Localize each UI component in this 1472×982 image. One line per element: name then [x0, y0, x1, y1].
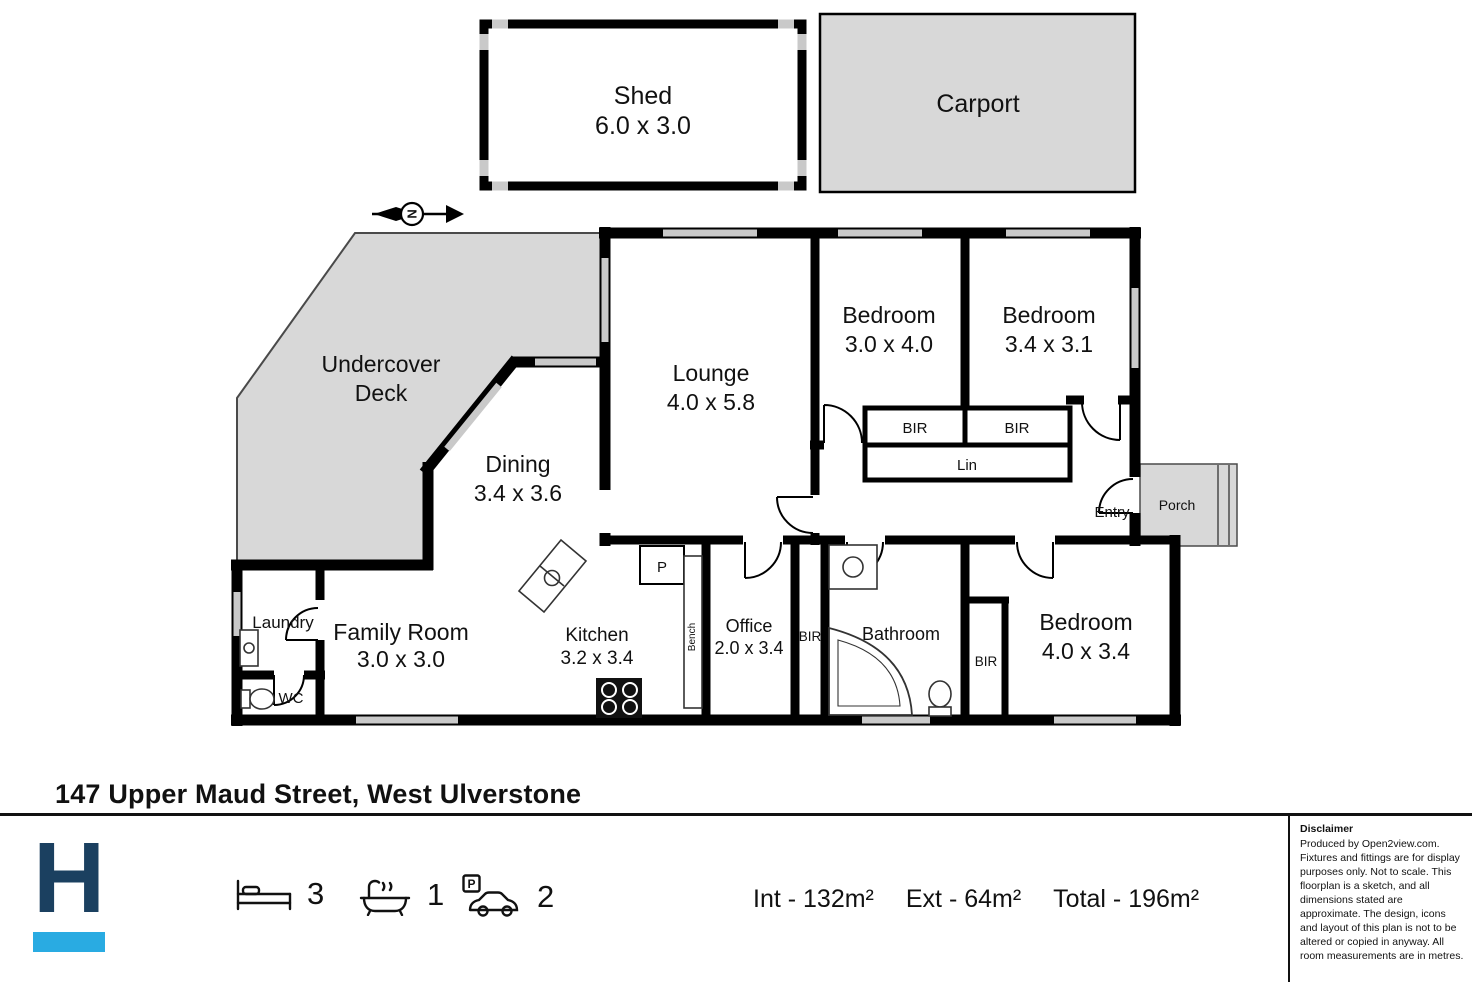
car-count: P 2 [462, 874, 554, 920]
disclaimer-body: Produced by Open2view.com. Fixtures and … [1300, 838, 1464, 962]
bathroom-vanity [828, 544, 878, 590]
disclaimer-divider [1288, 816, 1290, 982]
bathroom-toilet-icon [928, 680, 952, 717]
logo-letter: H [33, 822, 105, 934]
bench-counter: Bench [683, 555, 703, 709]
deck-label-line2: Deck [355, 380, 408, 406]
area-summary: Int - 132m² Ext - 64m² Total - 196m² [753, 885, 1199, 914]
office-dims: 2.0 x 3.4 [714, 638, 783, 658]
disclaimer-title: Disclaimer [1300, 823, 1354, 835]
bathroom-label: Bathroom [862, 624, 940, 644]
family-room-label: Family Room [333, 619, 468, 645]
bed-icon [236, 879, 292, 911]
bedroom2-label: Bedroom [1002, 302, 1095, 328]
area-external: Ext - 64m² [905, 885, 1022, 913]
pantry-label: P [657, 559, 667, 576]
property-address: 147 Upper Maud Street, West Ulverstone [55, 779, 582, 809]
bedroom3-label: Bedroom [1039, 609, 1132, 635]
logo-accent-bar [33, 932, 105, 952]
dining-dims: 3.4 x 3.6 [474, 480, 562, 506]
carport-label: Carport [936, 90, 1019, 118]
bir1-label: BIR [902, 420, 927, 437]
entry-label: Entry [1094, 504, 1130, 521]
shed: Shed 6.0 x 3.0 [479, 19, 807, 191]
shed-label: Shed [614, 82, 672, 110]
disclaimer-block: Disclaimer Produced by Open2view.com. Fi… [1300, 823, 1464, 964]
company-logo: H [33, 828, 109, 952]
car-parking-icon: P [462, 874, 519, 917]
kitchen-bench [517, 538, 588, 614]
floorplan-drawing: Shed 6.0 x 3.0 Carport N [231, 12, 1238, 726]
bench-label: Bench [687, 623, 698, 651]
bir3-label: BIR [799, 629, 822, 644]
bir4-label: BIR [975, 654, 998, 669]
interior-walls [232, 229, 1180, 724]
area-internal: Int - 132m² [753, 885, 874, 913]
corner-bath [828, 626, 913, 716]
baths-number: 1 [427, 877, 445, 912]
door-swings [273, 401, 1134, 706]
lounge-label: Lounge [673, 360, 750, 386]
porch-label: Porch [1159, 497, 1196, 513]
porch-steps [1217, 465, 1230, 545]
parking-badge-letter: P [467, 877, 475, 891]
shed-post-marks [479, 19, 807, 191]
area-total: Total - 196m² [1053, 885, 1200, 913]
deck-label-line1: Undercover [322, 351, 441, 377]
bath-icon [359, 879, 411, 916]
bedroom1-label: Bedroom [842, 302, 935, 328]
linen-label: Lin [957, 457, 977, 474]
bedroom2-dims: 3.4 x 3.1 [1005, 331, 1093, 357]
office-label: Office [726, 616, 773, 636]
beds-number: 3 [307, 876, 325, 911]
bedroom3-dims: 4.0 x 3.4 [1042, 638, 1130, 664]
carport: Carport [818, 12, 1137, 194]
wc-label: WC [279, 690, 304, 707]
north-arrow: N [372, 201, 464, 227]
footer-divider [0, 813, 1472, 816]
pantry-box: P [639, 545, 685, 585]
closet-boxes [862, 405, 1073, 483]
family-room-dims: 3.0 x 3.0 [357, 646, 445, 672]
shed-dims: 6.0 x 3.0 [595, 112, 691, 140]
north-letter: N [405, 209, 420, 218]
kitchen-dims: 3.2 x 3.4 [561, 648, 634, 669]
wc-toilet-icon [240, 688, 275, 710]
cars-number: 2 [537, 879, 555, 914]
kitchen-stove [596, 678, 642, 718]
laundry-label: Laundry [252, 613, 314, 632]
kitchen-label: Kitchen [565, 625, 628, 646]
windows [233, 229, 1139, 724]
laundry-trough [239, 629, 259, 667]
bir2-label: BIR [1004, 420, 1029, 437]
bedroom1-dims: 3.0 x 4.0 [845, 331, 933, 357]
bedroom-count: 3 [234, 874, 324, 914]
dining-label: Dining [485, 451, 550, 477]
bathroom-count: 1 [356, 874, 444, 916]
lounge-dims: 4.0 x 5.8 [667, 389, 755, 415]
porch [1139, 463, 1238, 547]
